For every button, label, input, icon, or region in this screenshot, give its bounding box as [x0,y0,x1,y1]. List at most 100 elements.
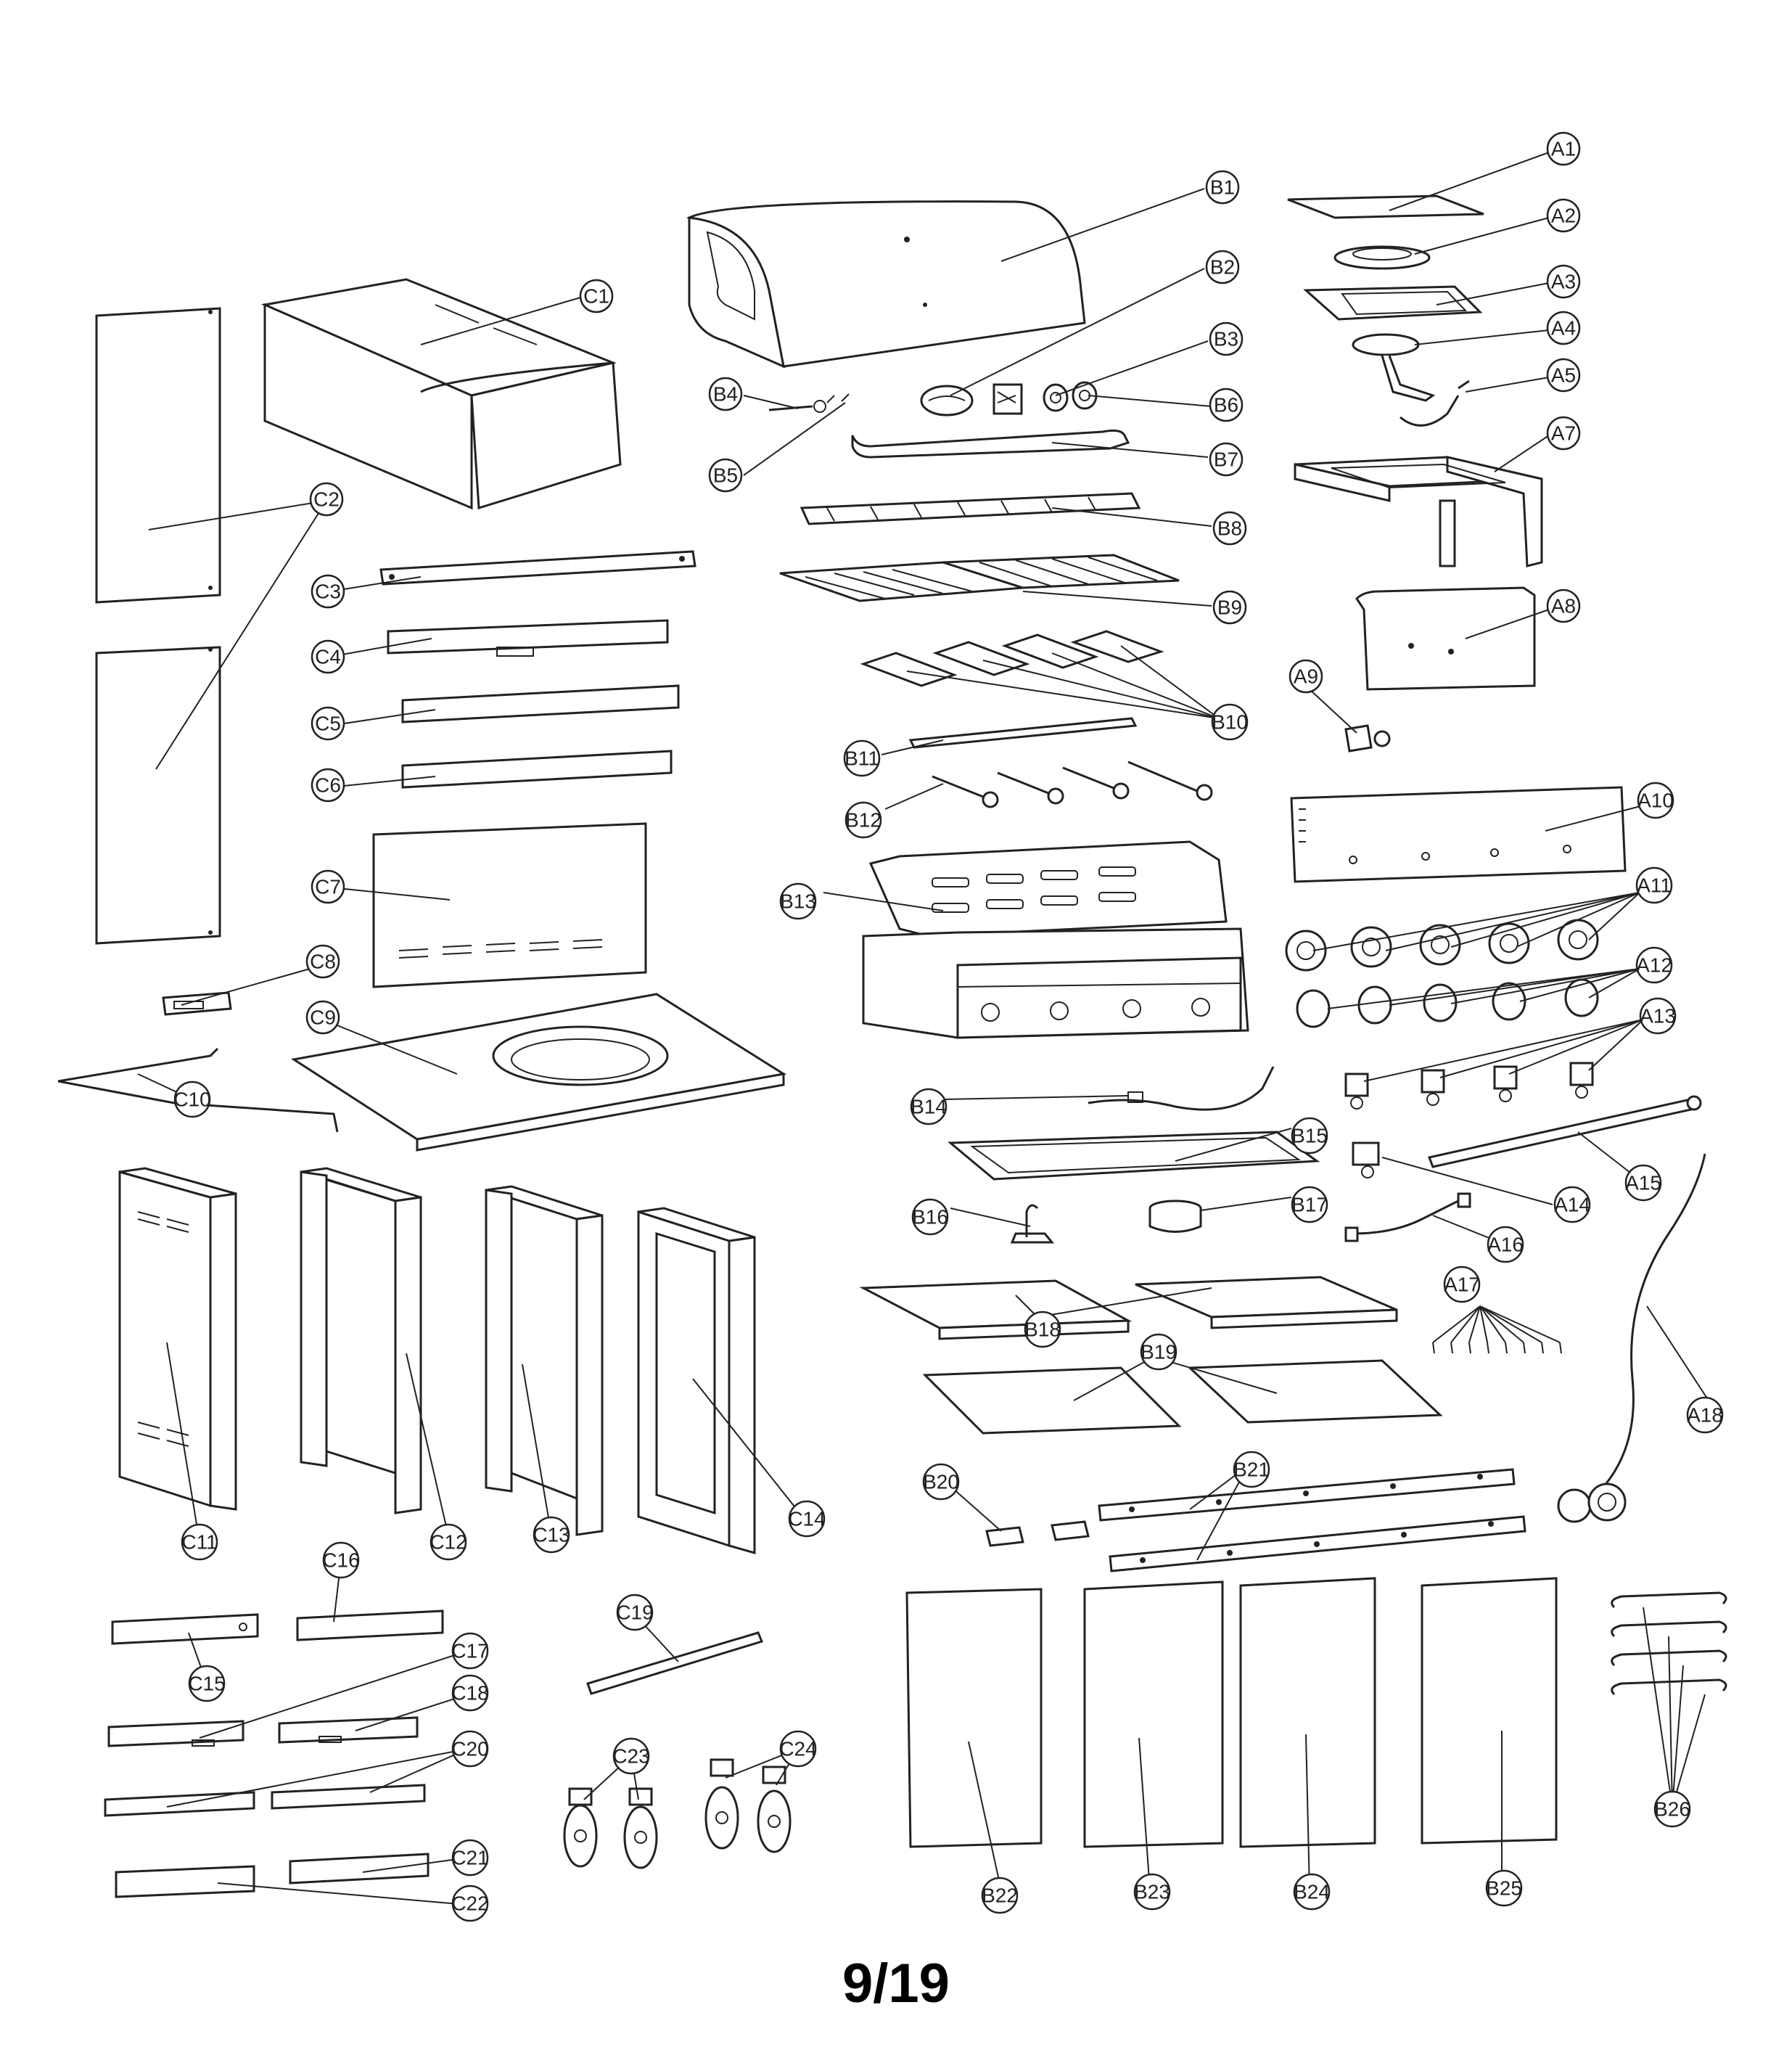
part-a12-knobs [1296,978,1599,1028]
svg-text:C14: C14 [788,1508,825,1530]
svg-text:B23: B23 [1134,1881,1170,1903]
svg-text:B10: B10 [1212,711,1248,734]
callout-c13: C13 [533,1516,570,1554]
svg-text:C2: C2 [313,488,340,511]
part-c24-casters [704,1758,792,1853]
svg-text:B4: B4 [713,383,738,406]
svg-text:A13: A13 [1640,1005,1676,1028]
callout-b21: B21 [1233,1451,1270,1488]
svg-text:A15: A15 [1625,1172,1661,1194]
part-c11-frame [118,1167,237,1511]
callout-b16: B16 [911,1198,949,1236]
part-a4-burner [1352,333,1436,402]
part-b7-handle [851,429,1130,459]
svg-text:B1: B1 [1210,176,1235,199]
svg-text:A3: A3 [1551,271,1576,293]
callout-a8: A8 [1546,589,1581,623]
callout-b10: B10 [1211,703,1249,741]
svg-text:B9: B9 [1217,596,1242,619]
callout-b6: B6 [1209,387,1244,422]
svg-text:C7: C7 [315,876,341,898]
svg-text:C11: C11 [181,1531,217,1554]
callout-b2: B2 [1205,250,1240,284]
callout-c7: C7 [311,869,345,904]
callout-b14: B14 [910,1088,948,1125]
callout-b26: B26 [1653,1790,1691,1828]
callout-c4: C4 [311,639,345,674]
part-a11-bezels [1285,919,1599,972]
part-b8-warming-rack [800,492,1141,525]
part-a3-pan [1303,285,1483,321]
svg-text:B6: B6 [1214,394,1238,417]
callout-b11: B11 [843,739,881,777]
callout-b8: B8 [1212,511,1247,546]
svg-text:C23: C23 [612,1745,649,1768]
callout-b22: B22 [981,1877,1019,1914]
svg-text:C20: C20 [451,1738,488,1760]
svg-text:B20: B20 [923,1471,959,1493]
svg-text:A4: A4 [1551,317,1576,340]
part-b23-panel [1083,1580,1224,1848]
svg-text:B7: B7 [1214,448,1238,471]
svg-text:C8: C8 [310,951,336,973]
svg-text:A11: A11 [1637,874,1672,897]
svg-text:B15: B15 [1291,1125,1328,1147]
svg-text:C19: C19 [616,1602,653,1624]
callout-c2: C2 [309,482,344,517]
part-b10-heat-tents [860,630,1164,687]
part-c6-rail [401,750,673,789]
svg-text:B12: B12 [845,809,881,832]
part-a15-manifold [1427,1095,1702,1168]
callout-c1: C1 [579,279,614,313]
svg-text:A5: A5 [1551,364,1576,387]
callout-c9: C9 [305,1000,340,1035]
part-b26-door-handles [1611,1591,1727,1696]
svg-text:C18: C18 [451,1682,488,1705]
part-b16-hook [1010,1204,1055,1244]
svg-text:C24: C24 [779,1738,816,1760]
callout-a14: A14 [1553,1186,1591,1223]
callout-c6: C6 [311,768,345,803]
callout-b19: B19 [1140,1333,1177,1371]
svg-text:C4: C4 [315,646,341,668]
callout-b24: B24 [1293,1873,1331,1911]
svg-text:B11: B11 [844,747,879,770]
callout-c11: C11 [181,1523,218,1561]
part-b24-panel [1239,1577,1376,1848]
svg-text:A18: A18 [1687,1404,1723,1427]
part-c9-bottom-shelf [290,993,787,1152]
callout-c15: C15 [188,1665,226,1702]
svg-text:C12: C12 [429,1531,467,1554]
part-c14-frame [637,1207,756,1554]
part-b11-crossover [908,717,1138,749]
part-a18-regulator-hose [1557,1153,1706,1523]
svg-text:A17: A17 [1444,1274,1480,1296]
part-b2-b3-b6-fittings [920,381,1098,417]
callout-b17: B17 [1291,1186,1328,1223]
part-b14-igniter-wire [1088,1066,1275,1111]
part-b19-panels [922,1359,1443,1435]
svg-text:C15: C15 [188,1673,225,1695]
part-a10-control-panel [1290,786,1627,883]
svg-text:B26: B26 [1654,1798,1690,1821]
svg-text:C13: C13 [533,1524,570,1546]
callout-a17: A17 [1443,1266,1481,1303]
callout-b9: B9 [1212,590,1247,625]
part-a9-valve [1344,724,1391,752]
callout-c24: C24 [779,1730,817,1768]
svg-text:B21: B21 [1233,1459,1270,1481]
callout-b18: B18 [1024,1311,1061,1348]
svg-text:C3: C3 [315,581,341,603]
svg-text:A1: A1 [1551,138,1576,160]
svg-text:A2: A2 [1551,205,1576,227]
callout-b12: B12 [844,801,882,839]
svg-text:B18: B18 [1024,1319,1061,1341]
svg-text:C9: C9 [310,1006,336,1029]
part-b17-grease-cup [1148,1199,1202,1233]
svg-text:C21: C21 [451,1847,488,1869]
callout-c23: C23 [612,1737,650,1775]
part-c13-frame [485,1185,604,1536]
part-c7-back-panel [372,822,647,988]
part-b9-grates [779,554,1180,602]
